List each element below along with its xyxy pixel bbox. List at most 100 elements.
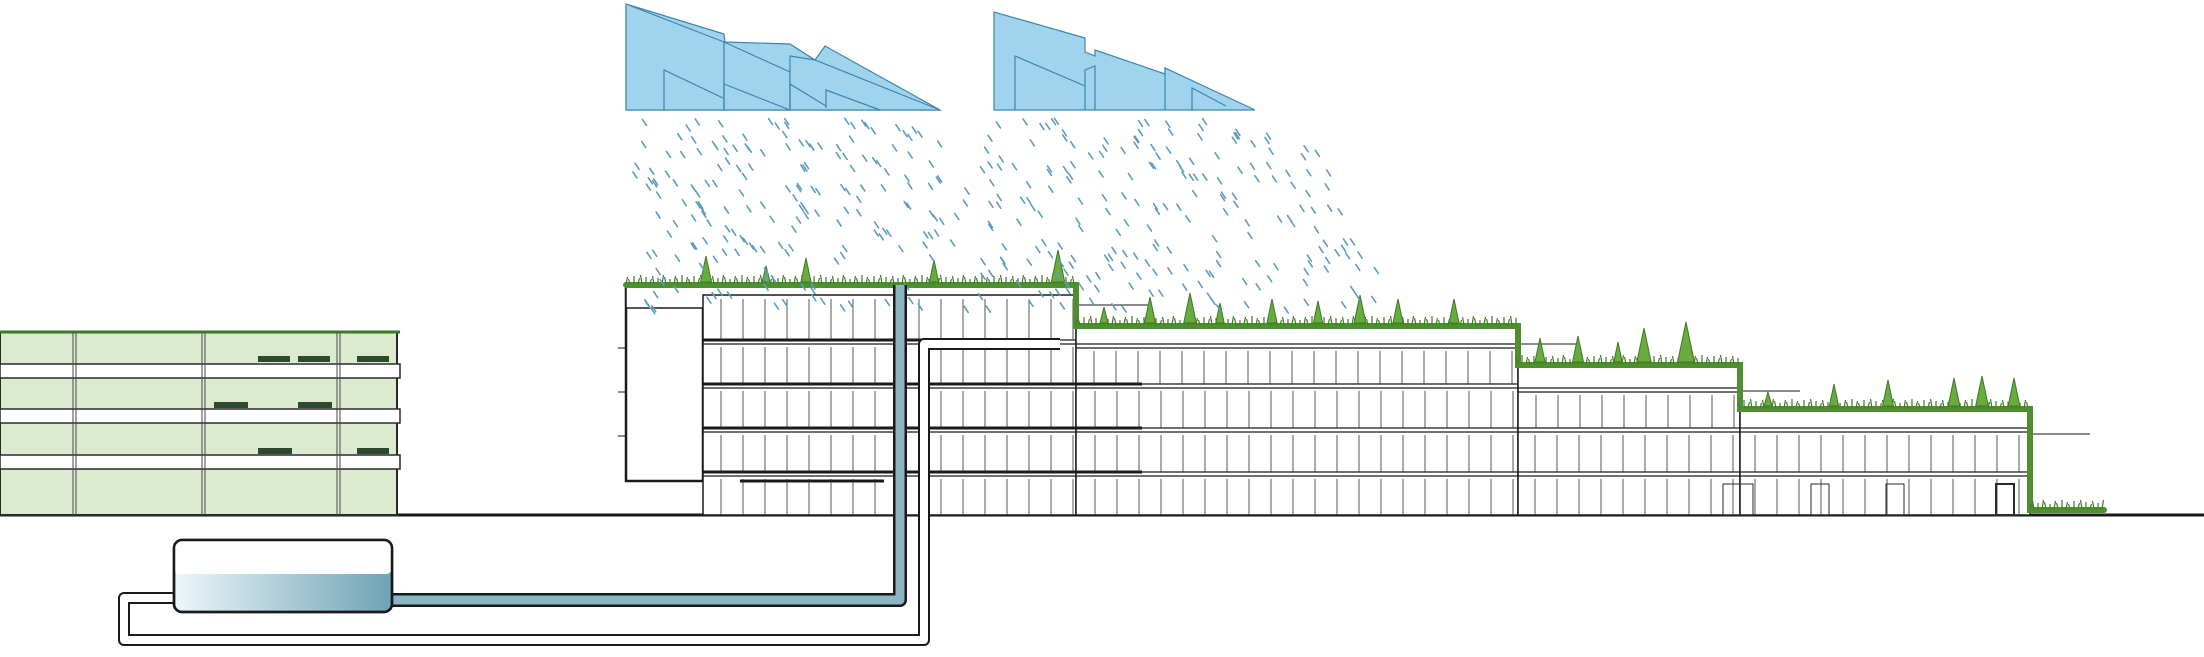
rain-drop	[1001, 242, 1008, 251]
rain-drop	[701, 210, 707, 219]
rain-drop	[666, 230, 673, 238]
rain-drop	[1152, 243, 1159, 252]
grass-blade	[1987, 401, 1991, 409]
grass-blade	[1483, 316, 1487, 326]
rain-drop	[1016, 218, 1022, 226]
rain-drop	[935, 176, 942, 184]
rain-drop	[1241, 277, 1248, 286]
rain-drop	[835, 143, 842, 152]
grass-blade	[1011, 275, 1015, 285]
rain-drop	[1303, 267, 1310, 276]
rain-drop	[763, 283, 769, 291]
rain-drop	[723, 147, 729, 156]
grass-blade	[1411, 315, 1415, 326]
grass-blade	[1207, 318, 1211, 326]
grass-blade	[2067, 503, 2071, 510]
rain-drop	[1148, 289, 1155, 298]
rain-drop	[996, 193, 1002, 202]
grass-blade	[841, 274, 845, 285]
rain-drop	[953, 212, 960, 221]
tree-icon	[1448, 298, 1460, 324]
rain-drop	[773, 302, 780, 310]
rain-drop	[1025, 180, 1032, 189]
grass-blade	[1731, 355, 1735, 365]
rain-drop	[881, 227, 888, 235]
rain-drop	[1070, 254, 1077, 263]
rain-drop	[1167, 267, 1173, 275]
rain-drop	[724, 224, 731, 233]
grass-blade	[1869, 398, 1873, 409]
rain-drop	[1286, 214, 1293, 223]
grass-blade	[1123, 316, 1127, 326]
rain-drop	[1249, 162, 1256, 171]
grass-blade	[1729, 358, 1733, 365]
grass-blade	[1021, 274, 1025, 285]
rain-drop	[1029, 139, 1036, 147]
rain-drop	[748, 242, 755, 250]
rain-drop	[700, 207, 707, 215]
rain-drop	[936, 175, 943, 183]
rain-drop	[1354, 263, 1361, 272]
rain-drop	[655, 191, 662, 199]
rain-drop	[1231, 192, 1238, 201]
rain-drop	[936, 140, 943, 148]
rain-drop	[1340, 301, 1347, 309]
rain-drops	[632, 117, 1380, 315]
rain-drop	[1273, 262, 1279, 271]
tree-icon	[928, 259, 940, 283]
grass-blade	[1749, 398, 1753, 409]
rain-drop	[843, 117, 850, 126]
grass-blade	[1341, 316, 1345, 326]
rain-drop	[902, 129, 908, 138]
grass-blade	[649, 278, 653, 285]
rain-drop	[690, 242, 696, 250]
grass-blade	[687, 278, 691, 285]
grass-blade	[2077, 502, 2081, 510]
grass-blade	[951, 275, 955, 285]
rain-drop	[800, 283, 807, 291]
rain-drop	[711, 140, 718, 149]
grass-blade	[877, 277, 881, 285]
rain-drop	[676, 132, 683, 141]
rain-drop	[672, 219, 679, 228]
tree-icon	[1676, 321, 1696, 363]
rain-drop	[987, 220, 994, 229]
rain-drop	[1247, 231, 1253, 240]
grass-blade	[2043, 501, 2047, 510]
rain-drop	[870, 126, 876, 135]
rain-drop	[760, 201, 766, 209]
rain-drop	[746, 205, 752, 213]
tree-icon	[1215, 302, 1225, 324]
rain-drop	[798, 204, 805, 213]
rain-drop	[1062, 165, 1069, 174]
rain-drop	[938, 217, 945, 226]
grass-blade	[663, 276, 667, 285]
rain-drop	[802, 164, 808, 172]
rain-drop	[1265, 132, 1272, 140]
grass-blade	[1471, 315, 1475, 326]
rain-drop	[850, 121, 856, 130]
rain-drop	[1314, 149, 1321, 158]
tree-icon	[1947, 377, 1961, 407]
grass-blade	[831, 275, 835, 285]
rain-drop	[746, 145, 753, 154]
grass-blade	[817, 277, 821, 285]
rain-drop	[1185, 215, 1191, 223]
grass-blade	[879, 274, 883, 285]
tree-icon	[1828, 383, 1840, 407]
grass-blade	[1351, 315, 1355, 326]
grass-blade	[1587, 358, 1591, 365]
rain-drop	[1254, 259, 1261, 268]
rain-drop	[1337, 207, 1343, 216]
grass-blade	[2001, 399, 2005, 409]
grass-blade	[1737, 402, 1741, 409]
rain-drop	[1266, 161, 1272, 170]
grass-blade	[2101, 499, 2105, 510]
rain-drop	[723, 206, 730, 214]
rain-drop	[923, 231, 929, 239]
grass-blade	[1069, 278, 1073, 285]
rain-drop	[634, 162, 640, 171]
grass-blade	[1113, 317, 1117, 326]
rain-drop	[711, 291, 717, 300]
grass-blade	[675, 277, 679, 285]
